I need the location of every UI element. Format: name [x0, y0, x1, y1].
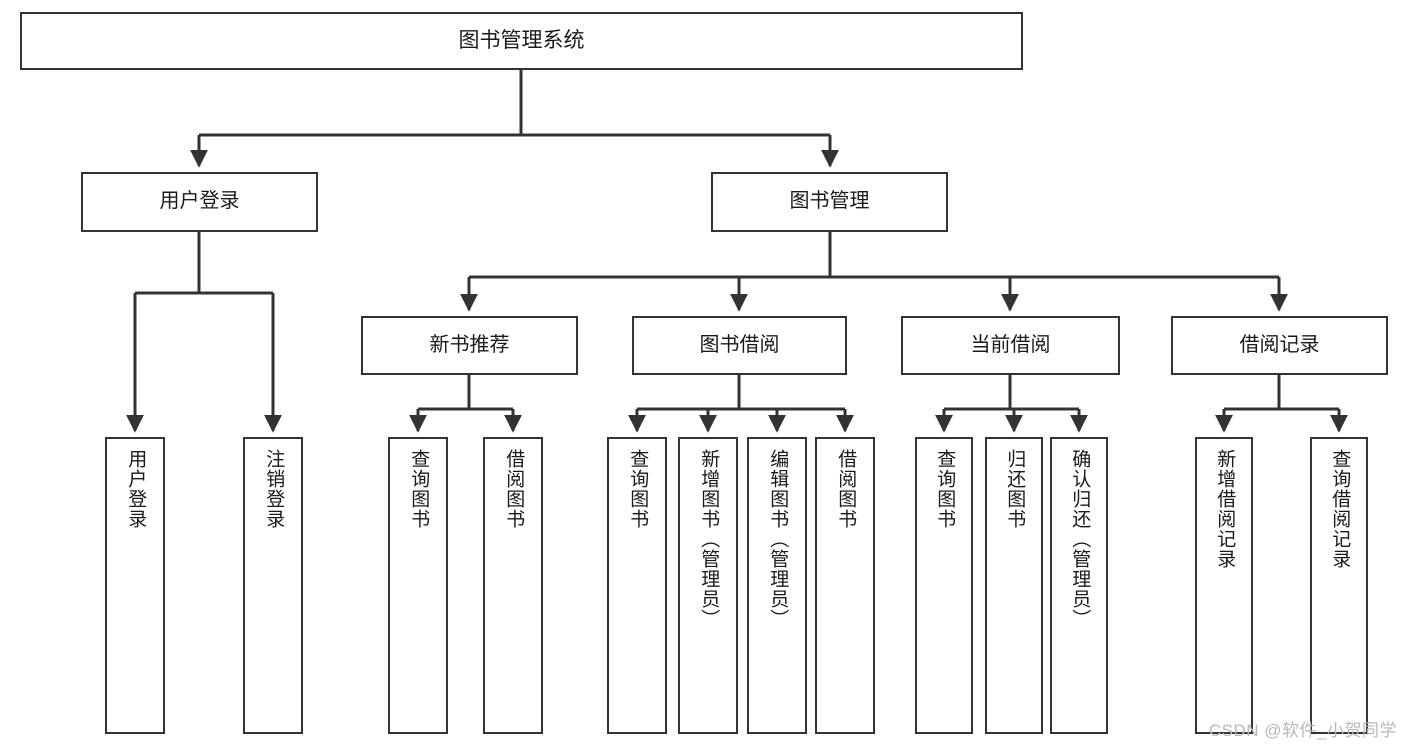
leaf-query-book-current[interactable]: 查询图书 — [915, 437, 973, 734]
node-book-management-label: 图书管理 — [789, 190, 870, 213]
leaf-user-login[interactable]: 用户登录 — [105, 437, 165, 734]
leaf-edit-book-admin[interactable]: 编辑图书（管理员） — [747, 437, 807, 734]
leaf-borrow-book-label: 借阅图书 — [835, 449, 857, 529]
leaf-query-book-recommend-label: 查询图书 — [408, 449, 430, 529]
leaf-user-logout-label: 注销登录 — [263, 449, 285, 529]
node-user-login[interactable]: 用户登录 — [81, 172, 318, 232]
node-book-borrow[interactable]: 图书借阅 — [632, 316, 847, 375]
node-new-book-recommend-label: 新书推荐 — [429, 333, 510, 356]
leaf-confirm-return-admin[interactable]: 确认归还（管理员） — [1050, 437, 1108, 734]
watermark: CSDN @软件_小贺同学 — [1208, 721, 1397, 740]
leaf-add-book-admin-label: 新增图书（管理员） — [698, 449, 720, 629]
leaf-add-borrow-record[interactable]: 新增借阅记录 — [1195, 437, 1253, 734]
node-current-borrow[interactable]: 当前借阅 — [901, 316, 1120, 375]
leaf-borrow-book[interactable]: 借阅图书 — [815, 437, 875, 734]
leaf-user-login-label: 用户登录 — [125, 449, 147, 529]
node-current-borrow-label: 当前借阅 — [970, 333, 1051, 356]
leaf-query-book-recommend[interactable]: 查询图书 — [388, 437, 448, 734]
node-new-book-recommend[interactable]: 新书推荐 — [361, 316, 578, 375]
node-book-management[interactable]: 图书管理 — [711, 172, 948, 232]
leaf-borrow-book-recommend[interactable]: 借阅图书 — [483, 437, 543, 734]
leaf-query-borrow-record[interactable]: 查询借阅记录 — [1310, 437, 1368, 734]
node-root-label: 图书管理系统 — [458, 28, 585, 52]
leaf-add-book-admin[interactable]: 新增图书（管理员） — [678, 437, 738, 734]
node-root[interactable]: 图书管理系统 — [20, 12, 1023, 70]
leaf-query-book-borrow-label: 查询图书 — [627, 449, 649, 529]
leaf-query-borrow-record-label: 查询借阅记录 — [1329, 449, 1351, 569]
leaf-query-book-borrow[interactable]: 查询图书 — [607, 437, 667, 734]
leaf-edit-book-admin-label: 编辑图书（管理员） — [767, 449, 789, 629]
leaf-query-book-current-label: 查询图书 — [934, 449, 956, 529]
leaf-return-book-label: 归还图书 — [1004, 449, 1026, 529]
node-borrow-record-label: 借阅记录 — [1239, 333, 1320, 356]
node-book-borrow-label: 图书借阅 — [699, 333, 780, 356]
leaf-add-borrow-record-label: 新增借阅记录 — [1214, 449, 1236, 569]
node-user-login-label: 用户登录 — [159, 190, 240, 213]
node-borrow-record[interactable]: 借阅记录 — [1171, 316, 1388, 375]
leaf-borrow-book-recommend-label: 借阅图书 — [503, 449, 525, 529]
leaf-confirm-return-admin-label: 确认归还（管理员） — [1069, 449, 1091, 629]
leaf-return-book[interactable]: 归还图书 — [985, 437, 1043, 734]
leaf-user-logout[interactable]: 注销登录 — [243, 437, 303, 734]
